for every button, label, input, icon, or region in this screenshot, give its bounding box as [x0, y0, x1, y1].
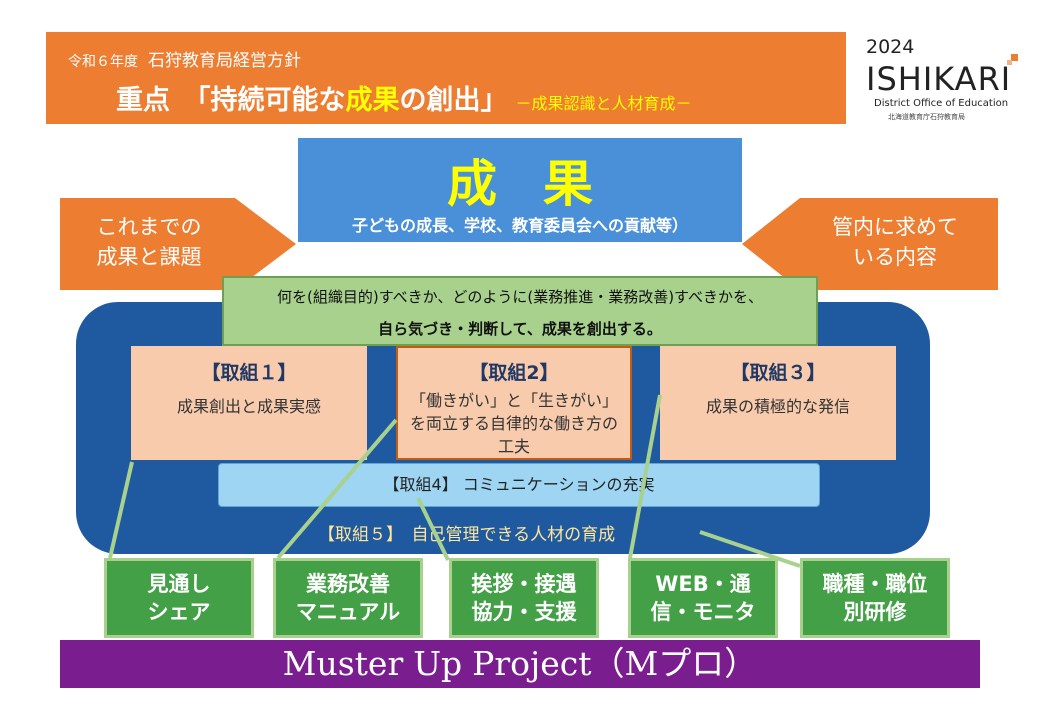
project-box-3: 挨拶・接遇 協力・支援: [449, 558, 599, 638]
left-arrow-label: これまでの 成果と課題: [64, 212, 234, 272]
purpose-banner: 何を(組織目的)すべきか、どのように(業務推進・業務改善)すべきかを、 自ら気づ…: [222, 276, 818, 346]
project-3-line2: 協力・支援: [471, 600, 577, 624]
connector-tk4-proj3: [416, 497, 450, 561]
header-title-prefix: 重点 「持続可能な: [116, 85, 346, 116]
ishikari-logo: 2024 ISHIKARI District Office of Educati…: [866, 36, 1026, 126]
project-2-line2: マニュアル: [295, 600, 401, 624]
torikumi-2-body: 「働きがい」と「生きがい」を両立する自律的な働き方の工夫: [409, 391, 618, 456]
project-box-5: 職種・職位 別研修: [800, 558, 950, 638]
connector-tk1-proj1: [108, 461, 134, 559]
header-office: 石狩教育局経営方針: [148, 51, 301, 71]
right-arrow-line1: 管内に求めて: [832, 215, 958, 239]
project-4-line2: 信・モニタ: [650, 600, 756, 624]
seika-title: 成果: [447, 155, 639, 213]
project-box-1: 見通し シェア: [104, 558, 254, 638]
torikumi-4-bar: 【取組4】 コミュニケーションの充実: [218, 463, 820, 507]
logo-name: ISHIKARI: [866, 60, 1012, 98]
header-era: 令和６年度: [68, 54, 138, 70]
header-subtitle: 令和６年度石狩教育局経営方針: [68, 46, 301, 71]
project-box-4: WEB・通 信・モニタ: [628, 558, 778, 638]
torikumi-1-body: 成果創出と成果実感: [176, 397, 321, 416]
header-title: 重点 「持続可能な成果の創出」 －成果認識と人材育成－: [116, 78, 692, 117]
logo-accent-square-small: [1007, 60, 1012, 65]
header-title-suffix: の創出」: [399, 85, 508, 116]
project-1-line1: 見通し: [147, 572, 211, 596]
left-arrow-line1: これまでの: [96, 215, 202, 239]
torikumi-5-label: 【取組５】 自己管理できる人材の育成: [318, 525, 616, 545]
left-arrow-shape: [60, 198, 296, 290]
muster-word-3: Project: [472, 644, 592, 683]
torikumi-3-box: 【取組３】 成果の積極的な発信: [660, 346, 896, 460]
seika-subtitle: 子どもの成長、学校、教育委員会への貢献等）: [351, 216, 688, 235]
header-tagline: －成果認識と人材育成－: [515, 94, 692, 113]
logo-subtitle: District Office of Education: [874, 98, 1009, 109]
torikumi-3-body: 成果の積極的な発信: [705, 397, 850, 416]
project-5-line1: 職種・職位: [822, 572, 928, 596]
connector-tk2-proj2: [276, 418, 398, 560]
project-4-line1: WEB・通: [655, 572, 751, 596]
torikumi-1-box: 【取組１】 成果創出と成果実感: [131, 346, 367, 460]
muster-suffix: （Mプロ）: [591, 644, 758, 683]
logo-japanese-name: 北海道教育庁石狩教育局: [888, 113, 965, 121]
torikumi-2-title: 【取組2】: [469, 362, 559, 384]
muster-word-1: Muster: [282, 644, 404, 683]
project-2-line1: 業務改善: [306, 572, 390, 596]
torikumi-3-title: 【取組３】: [730, 362, 826, 384]
project-box-2: 業務改善 マニュアル: [273, 558, 423, 638]
seika-box: 成果 子どもの成長、学校、教育委員会への貢献等）: [298, 138, 742, 242]
torikumi-1-title: 【取組１】: [201, 362, 297, 384]
logo-accent-square: [1011, 54, 1018, 61]
connector-tk5-proj5: [699, 530, 801, 568]
header-title-highlight: 成果: [345, 85, 400, 116]
project-3-line1: 挨拶・接遇: [471, 572, 577, 596]
purpose-line1: 何を(組織目的)すべきか、どのように(業務推進・業務改善)すべきかを、: [276, 288, 763, 306]
muster-word-2: Up: [413, 644, 463, 683]
right-arrow-line2: いる内容: [853, 245, 937, 269]
right-arrow-shape: [742, 198, 998, 290]
logo-year: 2024: [866, 36, 915, 58]
header-banner: 令和６年度石狩教育局経営方針 重点 「持続可能な成果の創出」 －成果認識と人材育成…: [46, 32, 846, 124]
purpose-line2: 自ら気づき・判断して、成果を創出する。: [378, 320, 662, 338]
project-1-line2: シェア: [147, 600, 211, 624]
torikumi-2-box: 【取組2】 「働きがい」と「生きがい」を両立する自律的な働き方の工夫: [396, 346, 632, 460]
left-arrow-line2: 成果と課題: [96, 245, 202, 269]
connector-tk3-proj4: [628, 394, 662, 559]
right-arrow-label: 管内に求めて いる内容: [800, 212, 990, 272]
project-5-line2: 別研修: [843, 600, 907, 624]
